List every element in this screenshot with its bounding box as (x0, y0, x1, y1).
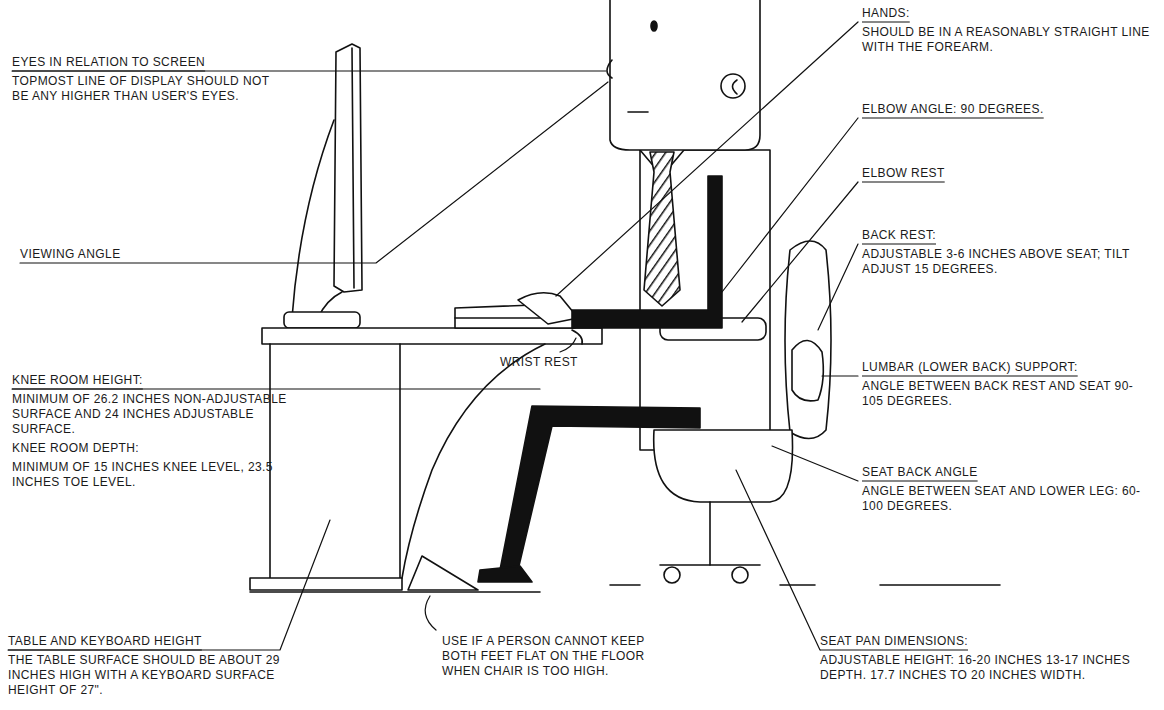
leader-line (8, 520, 330, 650)
callout-heading: SEAT BACK ANGLE (862, 465, 978, 480)
footrest (408, 556, 478, 590)
callout-heading: BACK REST: (862, 228, 936, 243)
desk-panel (270, 344, 400, 578)
leader-line (425, 596, 436, 630)
heading-underline (12, 70, 205, 71)
chair-stem (709, 502, 711, 565)
leg (500, 406, 700, 570)
callout-heading: KNEE ROOM HEIGHT: (12, 373, 143, 388)
callout-text: ADJUSTABLE 3-6 INCHES ABOVE SEAT; TILT A… (862, 247, 1152, 277)
back-rest (785, 241, 831, 439)
leader-line (556, 22, 858, 296)
callout-text: ADJUSTABLE HEIGHT: 16-20 INCHES 13-17 IN… (820, 653, 1155, 683)
monitor-screen (352, 48, 354, 288)
chair-base (660, 564, 760, 566)
desk-top (262, 328, 602, 344)
arm (572, 176, 722, 328)
monitor-base (284, 312, 360, 328)
callout-heading: EYES IN RELATION TO SCREEN (12, 55, 205, 70)
lumbar-support (792, 340, 823, 400)
heading-underline (8, 649, 202, 650)
leader-line (722, 118, 858, 292)
eye (651, 21, 657, 31)
heading-underline (12, 388, 143, 389)
leader-line (12, 388, 540, 389)
heading-underline (862, 375, 1078, 376)
leader-line (12, 70, 606, 71)
heading-underline (862, 480, 978, 481)
leader-line (20, 82, 608, 263)
ear-inner (733, 80, 738, 94)
callout-text: MINIMUM OF 26.2 INCHES NON-ADJUSTABLE SU… (12, 392, 297, 437)
callout-text: WRIST REST (500, 355, 578, 370)
leader-lines (8, 22, 858, 650)
monitor-stand (292, 120, 342, 318)
heading-underline (862, 117, 1044, 118)
ear (721, 74, 745, 98)
callout-text: MINIMUM OF 15 INCHES KNEE LEVEL, 23.5 IN… (12, 460, 297, 490)
leader-line (736, 470, 820, 650)
heading-underline (862, 181, 945, 182)
callout-text: THE TABLE SURFACE SHOULD BE ABOUT 29 INC… (8, 653, 308, 698)
callout-text: USE IF A PERSON CANNOT KEEP BOTH FEET FL… (442, 634, 672, 679)
seat-pan (654, 430, 793, 502)
monitor (334, 44, 362, 292)
mouth (628, 111, 648, 113)
desk-foot (250, 578, 402, 590)
hand (518, 293, 578, 324)
callout-heading: SEAT PAN DIMENSIONS: (820, 634, 968, 649)
callout-text: TOPMOST LINE OF DISPLAY SHOULD NOT BE AN… (12, 74, 282, 104)
head (610, 0, 760, 150)
callout-text: KNEE ROOM DEPTH: (12, 441, 139, 456)
callout-text: ANGLE BETWEEN SEAT AND LOWER LEG: 60-100… (862, 484, 1152, 514)
heading-underline (820, 649, 968, 650)
leader-line (560, 338, 576, 352)
callout-text: SHOULD BE IN A REASONABLY STRAIGHT LINE … (862, 25, 1152, 55)
torso (640, 150, 770, 450)
leader-line (822, 375, 858, 376)
callout-heading: LUMBAR (LOWER BACK) SUPPORT: (862, 360, 1078, 375)
callout-heading: ELBOW REST (862, 166, 945, 181)
leader-line (818, 244, 858, 330)
callout-heading: ELBOW ANGLE: 90 DEGREES. (862, 102, 1044, 117)
leader-line (742, 182, 858, 322)
heading-underline (862, 21, 910, 22)
chair-wheel (664, 567, 680, 583)
foot (478, 566, 532, 582)
callout-heading: HANDS: (862, 6, 910, 21)
floor-line (250, 585, 1000, 592)
nose (607, 60, 612, 78)
callout-text: VIEWING ANGLE (20, 247, 121, 262)
heading-underline (862, 243, 936, 244)
chair-wheel (732, 567, 748, 583)
leader-line (772, 446, 858, 481)
callout-heading: TABLE AND KEYBOARD HEIGHT (8, 634, 202, 649)
tie (644, 152, 680, 306)
callout-text: ANGLE BETWEEN BACK REST AND SEAT 90-105 … (862, 379, 1152, 409)
